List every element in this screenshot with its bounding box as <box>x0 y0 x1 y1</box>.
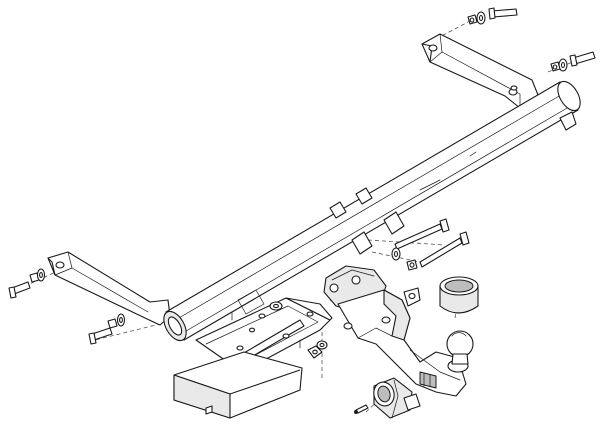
long-bolts <box>391 218 470 271</box>
tow-ball-neck <box>323 265 469 397</box>
washer <box>36 268 46 282</box>
nut <box>550 61 561 72</box>
bolt <box>88 327 113 345</box>
left-side-arm <box>47 251 171 326</box>
washer <box>316 340 328 350</box>
bolt <box>488 7 518 20</box>
ball-cover <box>439 276 479 314</box>
bolts-left <box>8 268 126 345</box>
electrical-socket <box>373 377 421 419</box>
nut <box>307 345 323 359</box>
nut <box>467 14 478 25</box>
tow-ball <box>446 330 474 365</box>
crossbar-tube <box>163 80 581 342</box>
bolt <box>569 51 596 67</box>
washer <box>269 301 283 311</box>
right-side-arm <box>421 33 541 109</box>
nut <box>406 259 418 271</box>
washer <box>391 247 401 261</box>
washer <box>116 313 126 327</box>
bolt <box>8 281 31 299</box>
screw <box>354 404 369 414</box>
bolts-top-right <box>467 7 596 72</box>
control-module-box <box>173 351 303 419</box>
nut <box>107 318 118 329</box>
washer <box>476 11 486 25</box>
